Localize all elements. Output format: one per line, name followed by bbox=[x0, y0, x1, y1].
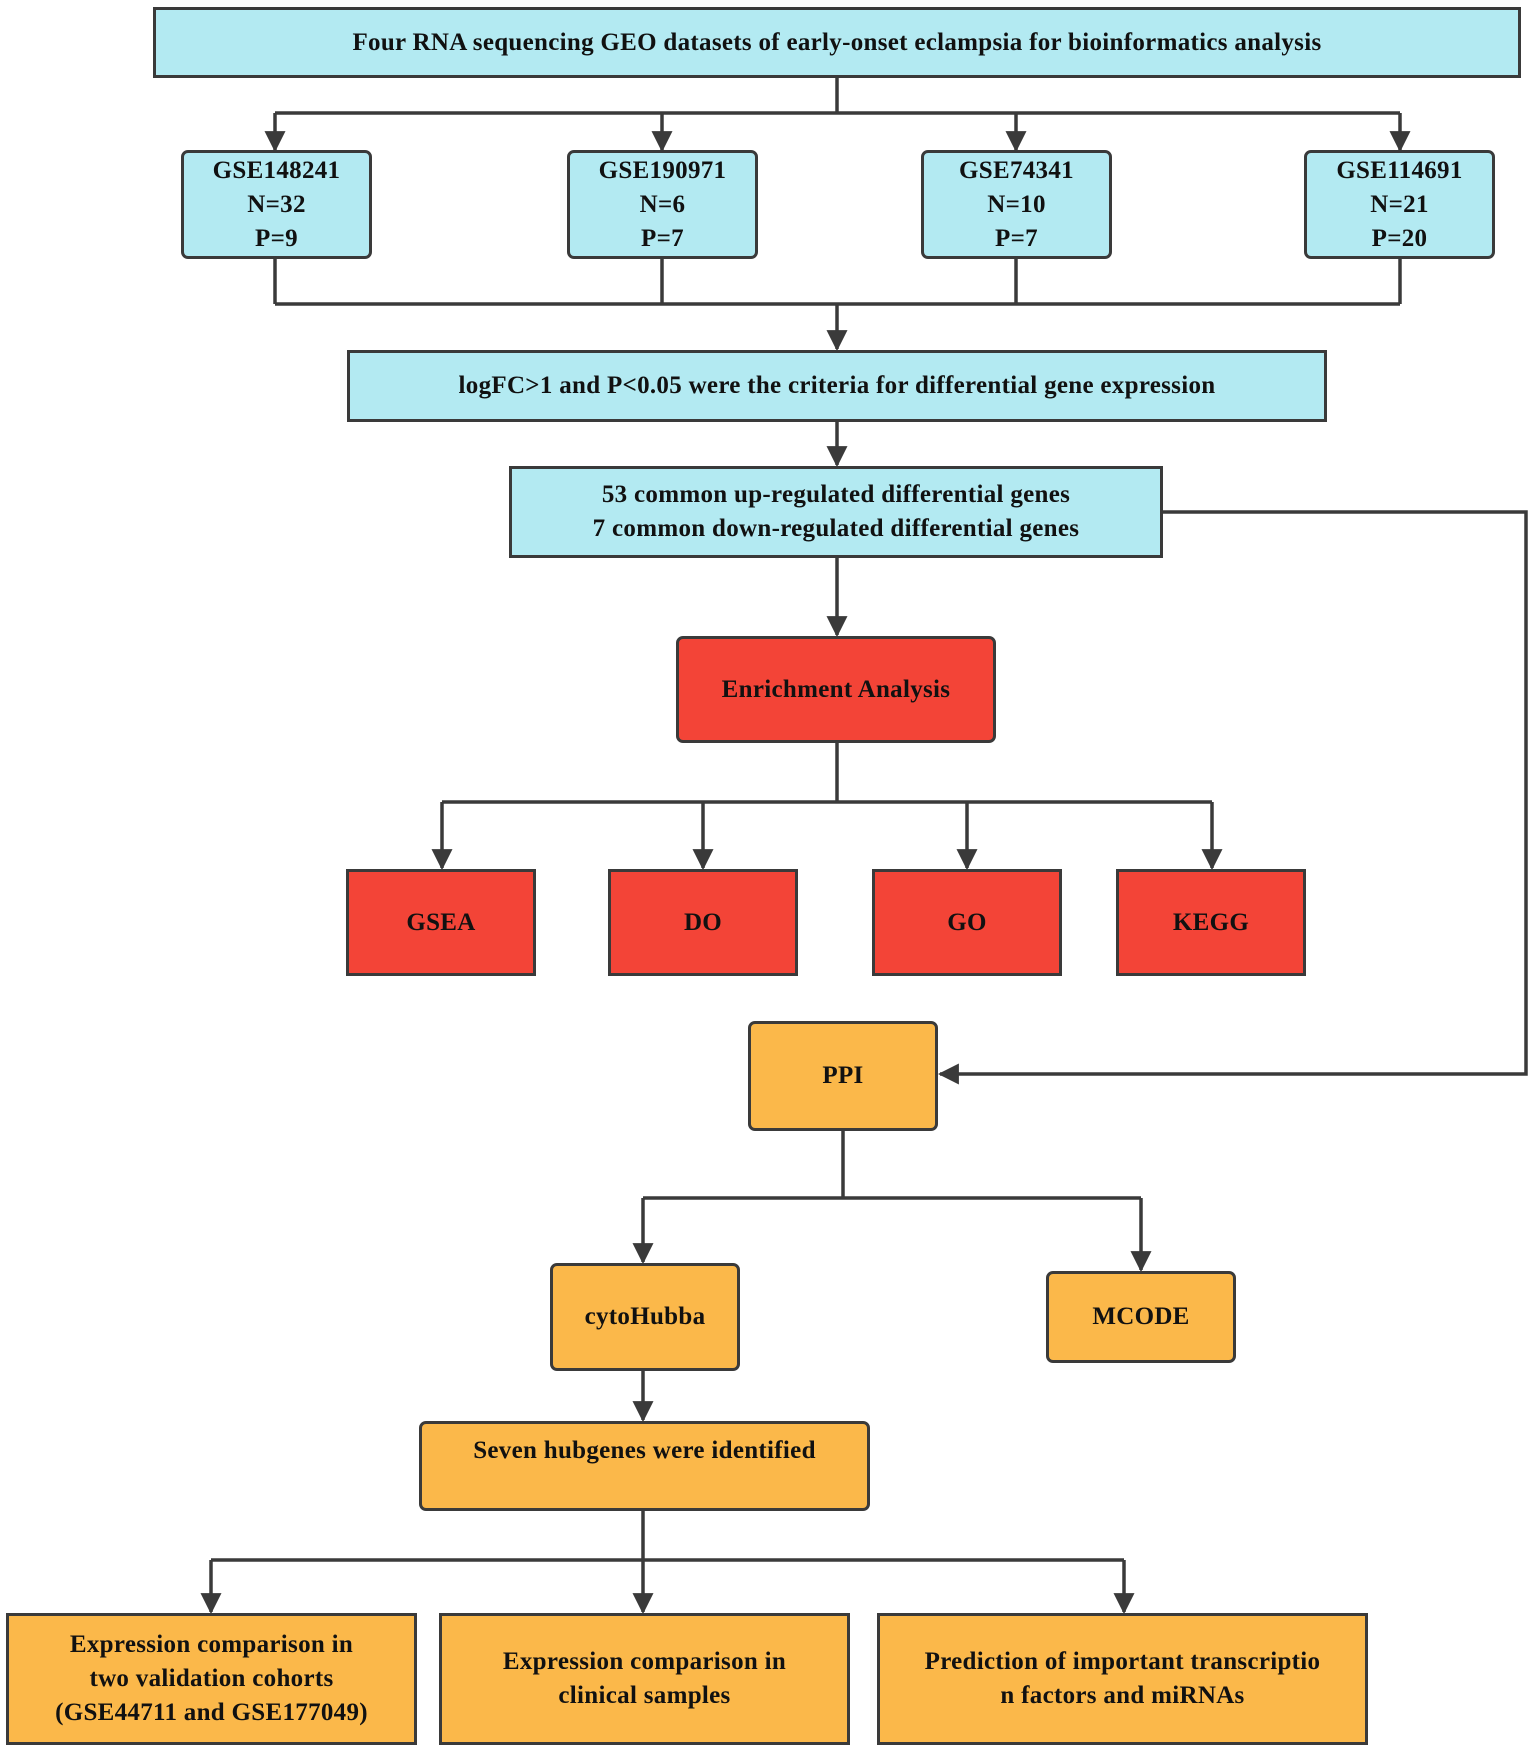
clinical-line-1: Expression comparison in bbox=[502, 1648, 787, 1675]
hubgenes-box: Seven hubgenes were identified bbox=[419, 1421, 870, 1511]
dataset-box-gse114691: GSE114691 N=21 P=20 bbox=[1304, 150, 1495, 259]
common-up-text: 53 common up-regulated differential gene… bbox=[601, 481, 1071, 508]
validation-cohorts-box: Expression comparison in two validation … bbox=[6, 1613, 417, 1745]
enrichment-analysis-box: Enrichment Analysis bbox=[676, 636, 996, 743]
arrow-common-genes-to-ppi bbox=[937, 510, 1528, 1085]
dataset-p: P=7 bbox=[641, 224, 684, 252]
dataset-box-gse148241: GSE148241 N=32 P=9 bbox=[181, 150, 372, 259]
cytohubba-box: cytoHubba bbox=[550, 1263, 740, 1371]
kegg-text: KEGG bbox=[1172, 908, 1250, 936]
ppi-box: PPI bbox=[748, 1021, 938, 1131]
do-box: DO bbox=[608, 869, 798, 976]
go-box: GO bbox=[872, 869, 1062, 976]
gsea-box: GSEA bbox=[346, 869, 536, 976]
hubgenes-text: Seven hubgenes were identified bbox=[473, 1437, 816, 1464]
ppi-text: PPI bbox=[822, 1062, 864, 1089]
common-down-text: 7 common down-regulated differential gen… bbox=[592, 515, 1080, 542]
dataset-n: N=6 bbox=[639, 190, 686, 218]
dataset-id: GSE114691 bbox=[1336, 156, 1463, 184]
clinical-samples-box: Expression comparison in clinical sample… bbox=[439, 1613, 850, 1745]
prediction-line-1: Prediction of important transcriptio bbox=[924, 1648, 1321, 1675]
criteria-box: logFC>1 and P<0.05 were the criteria for… bbox=[347, 350, 1327, 422]
dataset-n: N=10 bbox=[987, 190, 1046, 218]
enrichment-analysis-text: Enrichment Analysis bbox=[721, 675, 951, 703]
clinical-line-2: clinical samples bbox=[558, 1682, 731, 1709]
mcode-box: MCODE bbox=[1046, 1271, 1236, 1363]
validation-line-3: (GSE44711 and GSE177049) bbox=[55, 1699, 368, 1726]
dataset-id: GSE148241 bbox=[212, 156, 341, 184]
dataset-id: GSE190971 bbox=[598, 156, 727, 184]
top-datasets-text: Four RNA sequencing GEO datasets of earl… bbox=[352, 28, 1322, 56]
kegg-box: KEGG bbox=[1116, 869, 1306, 976]
dataset-p: P=7 bbox=[995, 224, 1038, 252]
dataset-p: P=9 bbox=[255, 224, 298, 252]
go-text: GO bbox=[947, 908, 987, 936]
prediction-box: Prediction of important transcriptio n f… bbox=[877, 1613, 1368, 1745]
prediction-line-2: n factors and miRNAs bbox=[1000, 1682, 1245, 1709]
cytohubba-text: cytoHubba bbox=[584, 1303, 706, 1330]
dataset-box-gse190971: GSE190971 N=6 P=7 bbox=[567, 150, 758, 259]
dataset-n: N=21 bbox=[1370, 190, 1429, 218]
mcode-text: MCODE bbox=[1092, 1303, 1190, 1330]
validation-line-1: Expression comparison in bbox=[69, 1631, 354, 1658]
common-genes-box: 53 common up-regulated differential gene… bbox=[509, 466, 1163, 558]
top-datasets-box: Four RNA sequencing GEO datasets of earl… bbox=[153, 7, 1521, 78]
dataset-id: GSE74341 bbox=[959, 156, 1074, 184]
do-text: DO bbox=[683, 908, 723, 936]
dataset-n: N=32 bbox=[247, 190, 306, 218]
criteria-text: logFC>1 and P<0.05 were the criteria for… bbox=[458, 372, 1216, 399]
gsea-text: GSEA bbox=[406, 908, 476, 936]
dataset-p: P=20 bbox=[1371, 224, 1428, 252]
dataset-box-gse74341: GSE74341 N=10 P=7 bbox=[921, 150, 1112, 259]
validation-line-2: two validation cohorts bbox=[89, 1665, 334, 1692]
